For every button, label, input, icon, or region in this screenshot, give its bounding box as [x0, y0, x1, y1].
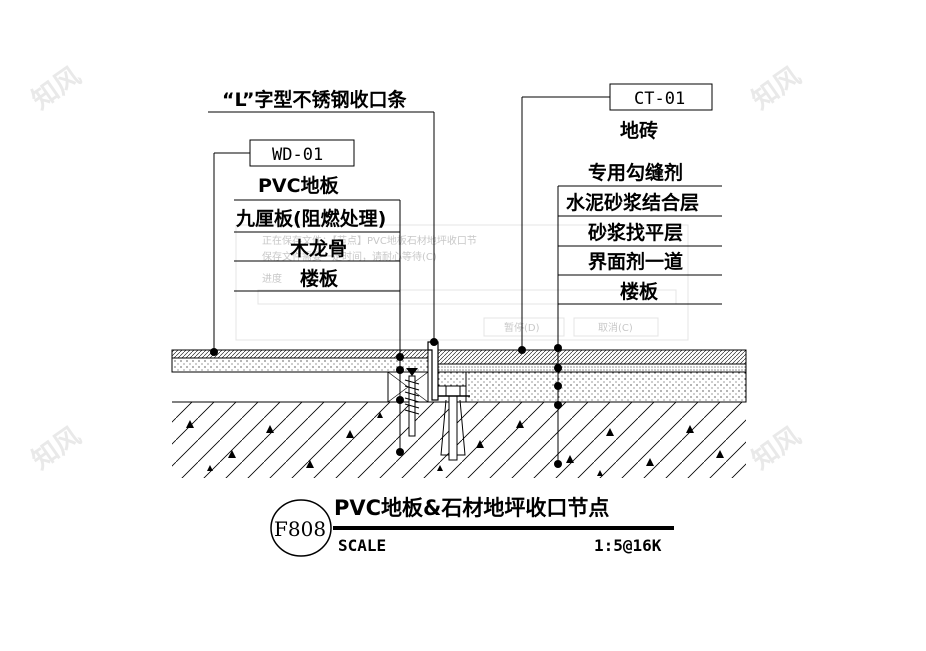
slab-aggregate — [186, 412, 724, 476]
leveling-mortar-layer — [465, 371, 747, 403]
ghost-cancel-button: 取消(C) — [598, 321, 633, 334]
label-slab-left: 楼板 — [300, 267, 339, 290]
title-block: F808 PVC地板&石材地坪收口节点 SCALE 1:5@16K — [270, 496, 674, 557]
scale-value: 1:5@16K — [594, 536, 662, 555]
leaders — [208, 83, 722, 464]
watermark: 知风 — [747, 421, 807, 475]
plywood-layer — [171, 357, 429, 373]
detail-title: PVC地板&石材地坪收口节点 — [334, 496, 609, 520]
detail-code: F808 — [274, 517, 326, 541]
watermark: 知风 — [27, 61, 87, 115]
screw — [404, 368, 420, 437]
label-slab-right: 楼板 — [620, 280, 659, 303]
label-l-strip: “L”字型不锈钢收口条 — [222, 88, 408, 111]
ghost-progress-label: 进度 — [262, 272, 282, 285]
ct-code-box — [609, 83, 713, 111]
ghost-line-1: 正在保存文件：【节点】PVC地板石材地坪收口节 — [262, 234, 477, 247]
l-strip — [427, 341, 439, 401]
label-ct-code: CT-01 — [634, 89, 685, 109]
ghost-line-2: 保存文件需要一定时间，请耐心等待(C) — [262, 250, 437, 263]
label-grout: 专用勾缝剂 — [588, 161, 683, 184]
tile-layer — [437, 349, 747, 365]
concrete-slab — [172, 402, 746, 478]
label-tile: 地砖 — [620, 119, 658, 142]
watermark: 知风 — [27, 421, 87, 475]
scale-label: SCALE — [338, 536, 386, 555]
watermark: 知风 — [747, 61, 807, 115]
wd-code-box — [249, 139, 355, 167]
labels: “L”字型不锈钢收口条 WD-01 PVC地板 九厘板(阻燃处理) 木龙骨 楼板… — [222, 88, 699, 303]
label-keel: 木龙骨 — [289, 237, 347, 260]
label-wd-code: WD-01 — [272, 145, 323, 165]
label-pvc: PVC地板 — [258, 174, 340, 197]
bond-mortar-layer — [437, 363, 747, 373]
label-mortar-level: 砂浆找平层 — [588, 221, 683, 244]
ghost-dialog: 正在保存文件：【节点】PVC地板石材地坪收口节 保存文件需要一定时间，请耐心等待… — [235, 224, 689, 341]
label-jiuli: 九厘板(阻燃处理) — [235, 207, 386, 230]
label-interface: 界面剂一道 — [588, 250, 683, 273]
section-drawing — [171, 341, 747, 478]
label-mortar-bond: 水泥砂浆结合层 — [566, 191, 699, 214]
detail-code-ellipse — [270, 499, 332, 557]
leader-dots — [210, 338, 562, 468]
anchor-bolt — [438, 385, 470, 461]
